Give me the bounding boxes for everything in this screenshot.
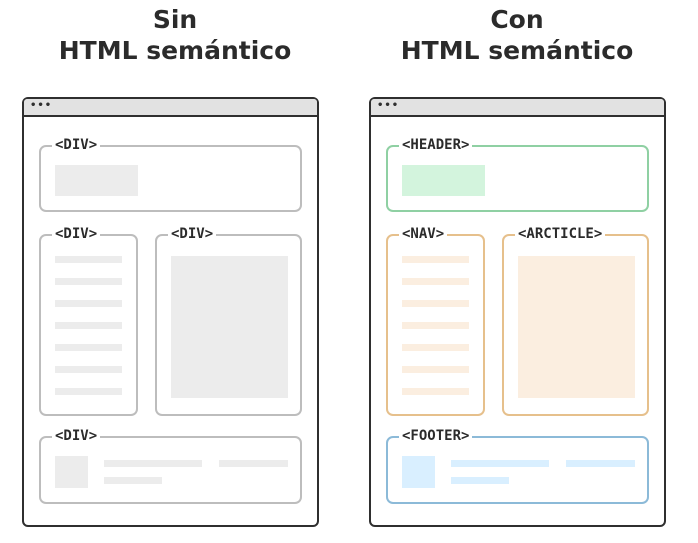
nav-placeholder-line <box>402 344 469 351</box>
nav-placeholder-line <box>55 322 122 329</box>
nav-placeholder-line <box>402 388 469 395</box>
footer-element-tag: <FOOTER> <box>399 428 473 444</box>
div-header-box: <DIV> <box>39 137 302 212</box>
header-element-box: <HEADER> <box>386 137 649 212</box>
footer-element-box: <FOOTER> <box>386 428 649 504</box>
window-titlebar: ••• <box>371 99 664 117</box>
footer-placeholder-line <box>451 477 509 484</box>
title-without-semantic: Sin HTML semántico <box>20 4 330 66</box>
footer-placeholder-square <box>402 456 435 488</box>
article-placeholder-block <box>518 256 635 398</box>
title-without-line1: Sin <box>152 5 198 34</box>
nav-element-box: <NAV> <box>386 226 485 416</box>
window-dots-icon: ••• <box>30 100 53 111</box>
nav-placeholder-line <box>402 278 469 285</box>
nav-element-tag: <NAV> <box>399 226 448 242</box>
nav-placeholder-line <box>55 388 122 395</box>
nav-placeholder-line <box>55 300 122 307</box>
title-with-line2: HTML semántico <box>400 36 634 65</box>
nav-placeholder-line <box>402 256 469 263</box>
title-without-line2: HTML semántico <box>58 36 292 65</box>
nav-placeholder-line <box>402 366 469 373</box>
div-nav-box: <DIV> <box>39 226 138 416</box>
article-placeholder-block <box>171 256 288 398</box>
div-nav-tag: <DIV> <box>52 226 101 242</box>
nav-placeholder-line <box>402 300 469 307</box>
title-with-line1: Con <box>490 5 544 34</box>
article-element-tag: <ARCTICLE> <box>515 226 606 242</box>
div-article-box: <DIV> <box>155 226 302 416</box>
footer-placeholder-square <box>55 456 88 488</box>
nav-placeholder-line <box>55 278 122 285</box>
nav-placeholder-line <box>402 322 469 329</box>
header-element-tag: <HEADER> <box>399 137 473 153</box>
div-footer-tag: <DIV> <box>52 428 101 444</box>
nav-placeholder-line <box>55 344 122 351</box>
nav-placeholder-line <box>55 256 122 263</box>
footer-placeholder-line <box>104 460 202 467</box>
footer-placeholder-line <box>566 460 635 467</box>
div-article-tag: <DIV> <box>168 226 217 242</box>
header-placeholder-block <box>55 165 138 196</box>
div-footer-box: <DIV> <box>39 428 302 504</box>
window-dots-icon: ••• <box>377 100 400 111</box>
footer-placeholder-line <box>104 477 162 484</box>
window-titlebar: ••• <box>24 99 317 117</box>
browser-window-with-semantic: ••• <HEADER> <NAV> <ARCTICLE> <FOOTER> <box>369 97 666 527</box>
browser-window-without-semantic: ••• <DIV> <DIV> <DIV> <DIV> <box>22 97 319 527</box>
header-placeholder-block <box>402 165 485 196</box>
footer-placeholder-line <box>219 460 288 467</box>
title-with-semantic: Con HTML semántico <box>362 4 672 66</box>
div-header-tag: <DIV> <box>52 137 101 153</box>
article-element-box: <ARCTICLE> <box>502 226 649 416</box>
nav-placeholder-line <box>55 366 122 373</box>
footer-placeholder-line <box>451 460 549 467</box>
